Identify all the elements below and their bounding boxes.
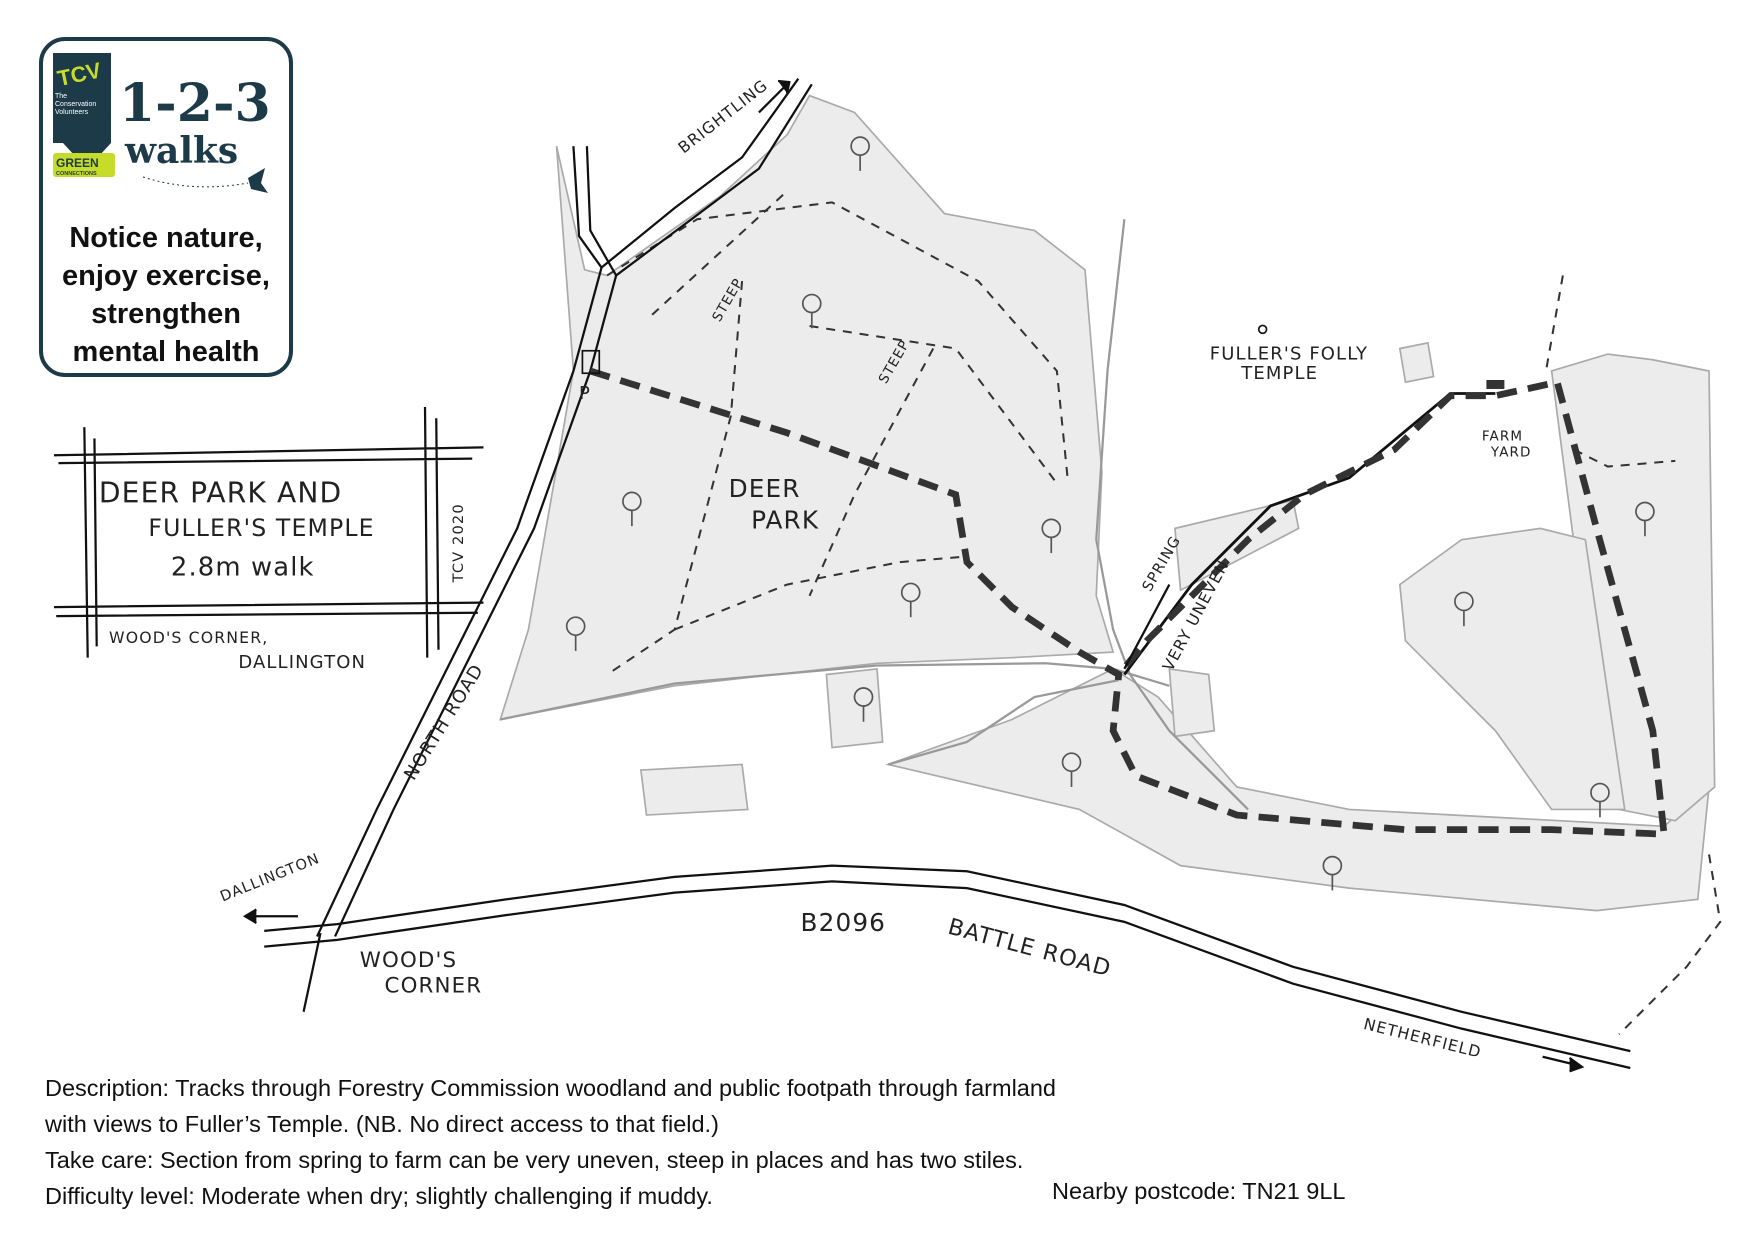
title-location-2: DALLINGTON [238,652,366,673]
copse [639,763,749,816]
copse [1174,499,1300,592]
woodland-track [651,190,788,316]
title-line-3: 2.8m walk [171,553,315,583]
label-netherfield: NETHERFIELD [1362,1014,1484,1062]
label-b2096: B2096 [801,908,887,937]
brightling-lane [572,146,603,269]
title-location-1: WOOD'S CORNER, [109,628,268,647]
woodland-track [1618,854,1722,1035]
label-brightling: BRIGHTLING [674,75,771,157]
woodland-track [809,325,1058,485]
walk-description: Description: Tracks through Forestry Com… [45,1070,1056,1214]
tree-icons [565,136,1655,891]
label-deer-park: PARK [751,505,819,534]
difficulty-line: Difficulty level: Moderate when dry; sli… [45,1183,713,1209]
brightling-lane [585,146,618,276]
logo-partner: GREEN [56,156,99,170]
title-credit: TCV 2020 [450,503,467,583]
battle-road [264,864,1631,1053]
woodland-track [606,280,744,676]
label-woods-corner: WOOD'S [360,948,457,973]
logo-title: 1-2-3 [119,73,271,134]
label-temple: FULLER'S FOLLY [1210,344,1368,365]
label-farm-yard: YARD [1490,444,1532,460]
arrow-icon [1542,1055,1585,1073]
arrow-icon [242,908,298,924]
copse [825,667,884,749]
field-boundary [500,662,1170,721]
walk-route [589,367,1668,838]
battle-road [264,880,1631,1070]
logo-tagline: Notice nature, enjoy exercise, strengthe… [43,219,289,371]
butterfly-icon [248,168,268,193]
tagline-line: Notice nature, [69,222,263,254]
logo-title-word: walks [124,130,238,172]
parking-area [581,349,601,375]
arrow-icon [1123,584,1171,670]
label-farm-yard: FARM [1482,429,1523,445]
farm-building-icon [1486,379,1505,389]
logo-partner-sub: CONNECTIONS [56,171,97,177]
description-line: with views to Fuller’s Temple. (NB. No d… [45,1111,719,1137]
label-deer-park: DEER [729,474,801,503]
tagline-line: mental health [72,336,260,368]
woodland-track [606,201,1070,484]
temple-marker [1257,324,1268,335]
woodland-track [808,348,935,597]
take-care-line: Take care: Section from spring to farm c… [45,1147,1024,1173]
title-line-1: DEER PARK AND [99,477,342,510]
side-road [302,932,322,1013]
logo-graphic: TCV GREEN CONNECTIONS 1-2-3 walks [53,53,271,193]
label-dallington: DALLINGTON [218,850,323,905]
copse [1398,341,1435,384]
tagline-line: enjoy exercise, [62,260,270,292]
label-battle-road: BATTLE ROAD [945,914,1114,983]
description-line: Description: Tracks through Forestry Com… [45,1075,1057,1101]
stream [1095,219,1249,811]
woodland-track [1573,448,1676,468]
parking-label: P [579,383,591,404]
title-box [53,406,484,658]
nearby-postcode: Nearby postcode: TN21 9LL [1052,1178,1346,1204]
label-woods-corner: CORNER [385,974,483,999]
copse [1168,667,1216,738]
deer-park-woodland [499,94,1115,721]
logo-brand-sub: The Conservation Volunteers [55,93,97,116]
field-boundary [887,679,1119,766]
label-temple: TEMPLE [1240,363,1318,384]
north-road [316,78,800,937]
tagline-line: strengthen [91,298,241,330]
arrow-icon [758,79,791,114]
tcv-123-walks-logo: TCV GREEN CONNECTIONS 1-2-3 walks The Co… [39,37,293,377]
title-line-2: FULLER'S TEMPLE [148,514,374,542]
label-north-road: NORTH ROAD [400,660,488,784]
woodland-track [1544,275,1564,372]
